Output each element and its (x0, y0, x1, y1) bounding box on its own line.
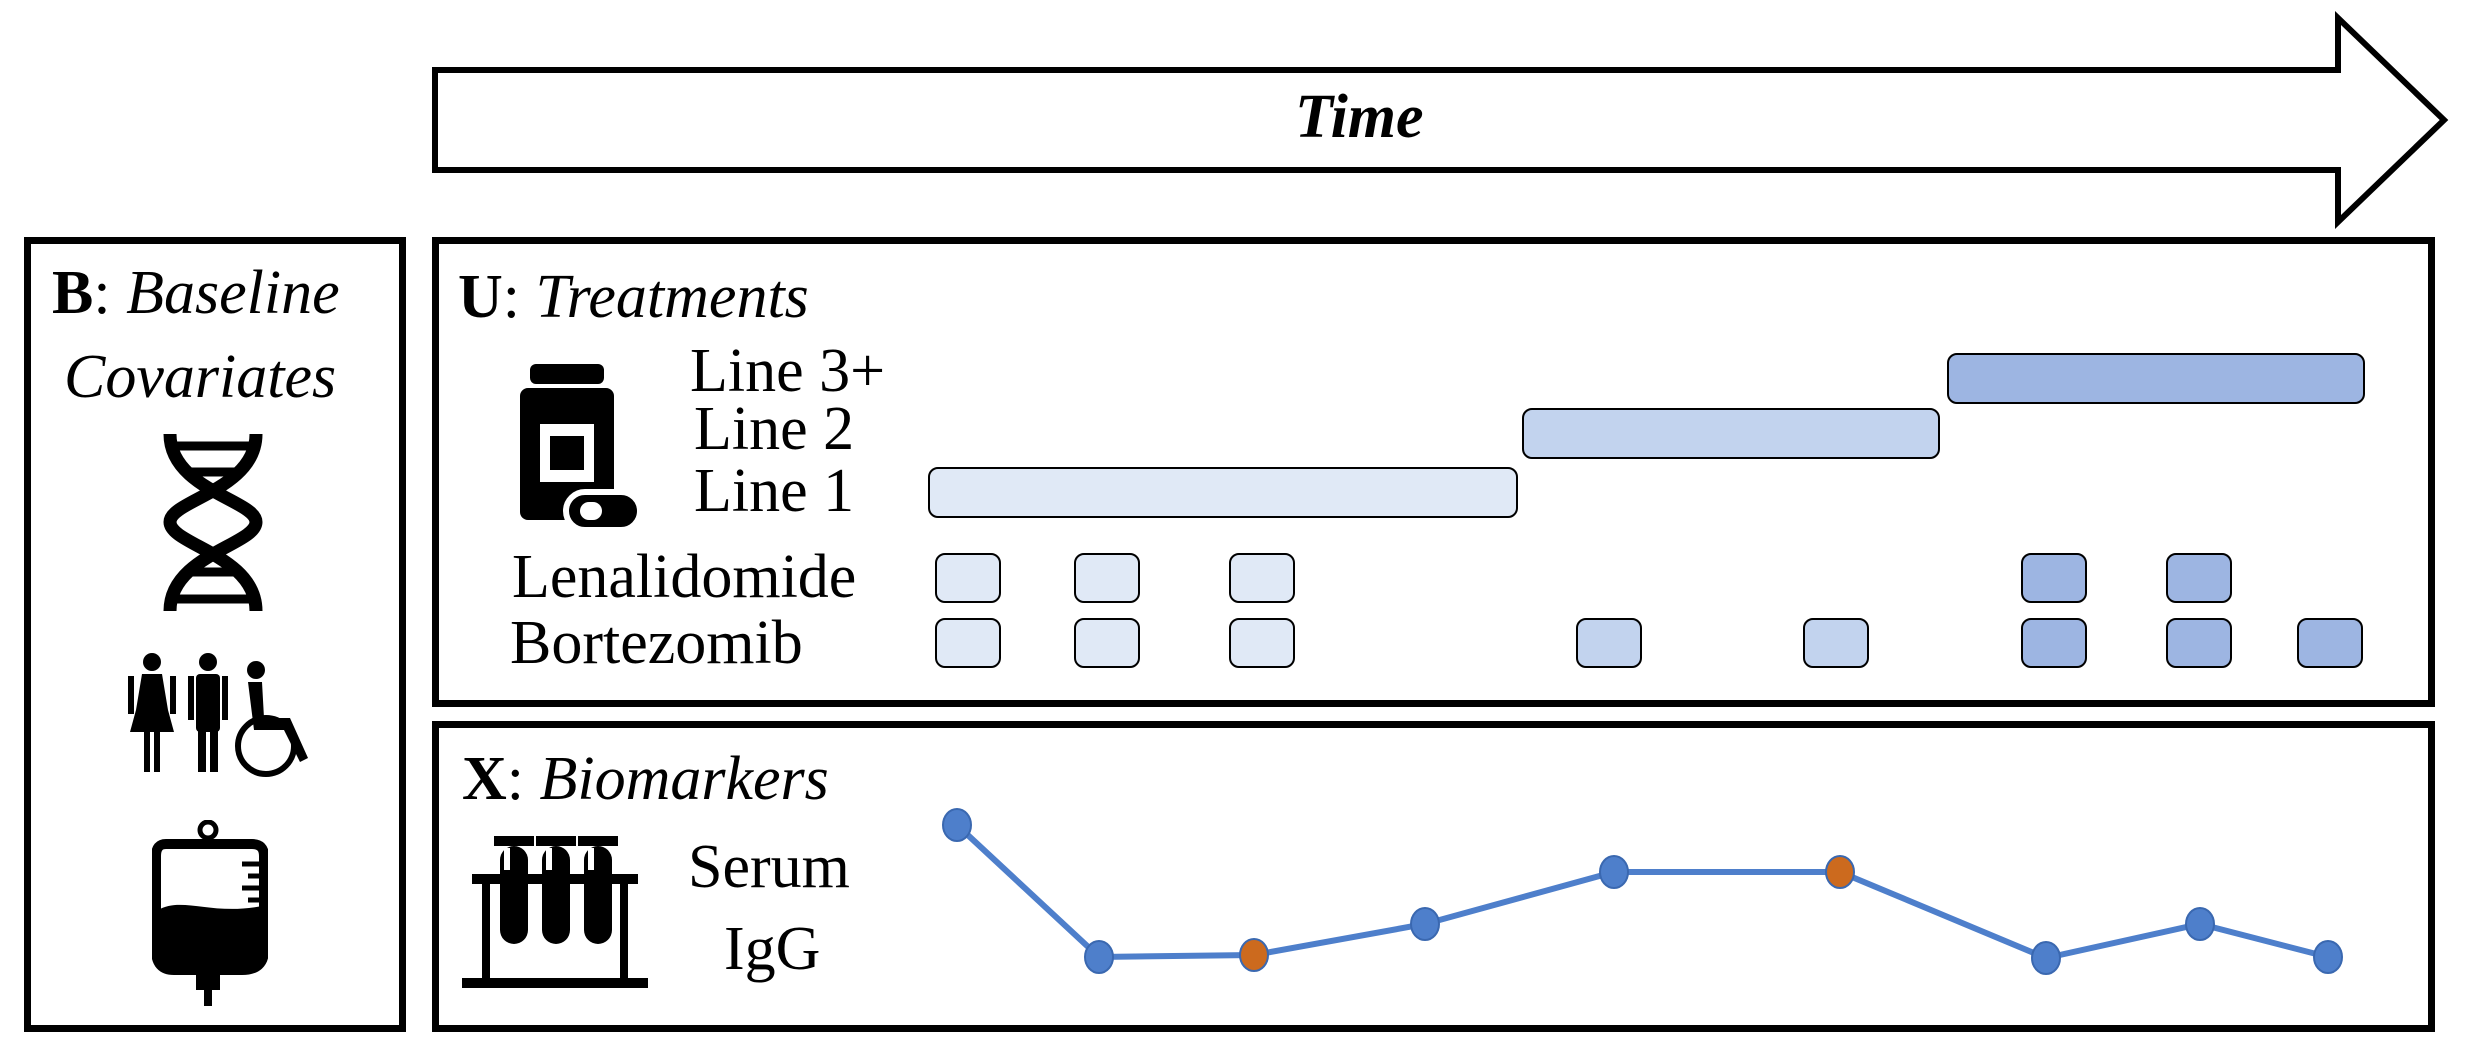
line-bar-2 (1522, 408, 1940, 459)
treatments-name: Treatments (535, 263, 809, 331)
drug-label-lenalidomide: Lenalidomide (512, 543, 857, 611)
lenalidomide-dose (935, 553, 1001, 603)
baseline-line1: Baseline (126, 259, 340, 327)
lenalidomide-dose (1229, 553, 1295, 603)
dna-icon (163, 433, 263, 612)
iv-bag-icon (152, 820, 268, 1006)
bortezomib-dose (2297, 618, 2363, 668)
bortezomib-dose (935, 618, 1001, 668)
igg-point (1084, 940, 1114, 974)
biomarker-label-igg: IgG (724, 915, 821, 983)
bortezomib-dose (2021, 618, 2087, 668)
lenalidomide-dose (2166, 553, 2232, 603)
bortezomib-dose (2166, 618, 2232, 668)
wheelchair-icon (235, 661, 308, 777)
igg-point (1410, 907, 1440, 941)
igg-point (1599, 855, 1629, 889)
igg-point-highlighted (1825, 855, 1855, 889)
baseline-title: B: Baseline (52, 259, 340, 327)
drug-label-bortezomib: Bortezomib (510, 609, 803, 677)
igg-point (2031, 941, 2061, 975)
igg-point-highlighted (1239, 938, 1269, 972)
igg-point (942, 808, 972, 842)
treatments-prefix: U (458, 263, 503, 331)
line-bar-3plus (1947, 353, 2365, 404)
test-tubes-icon (462, 836, 648, 988)
lenalidomide-dose (1074, 553, 1140, 603)
bortezomib-dose (1576, 618, 1642, 668)
time-label: Time (1295, 83, 1424, 151)
line-label-2: Line 2 (694, 395, 855, 463)
treatments-title: U: Treatments (458, 263, 809, 331)
lenalidomide-dose (2021, 553, 2087, 603)
pill-bottle-icon (520, 364, 642, 533)
igg-point (2313, 940, 2343, 974)
line-bar-1 (928, 467, 1518, 518)
bortezomib-dose (1803, 618, 1869, 668)
time-arrow (432, 10, 2449, 230)
line-label-1: Line 1 (694, 457, 855, 525)
biomarkers-title: X: Biomarkers (462, 745, 829, 813)
baseline-prefix: B (52, 259, 94, 327)
bortezomib-dose (1229, 618, 1295, 668)
biomarkers-name: Biomarkers (539, 745, 829, 813)
biomarkers-panel (432, 721, 2435, 1032)
baseline-title-line2: Covariates (64, 343, 337, 411)
biomarkers-prefix: X (462, 745, 507, 813)
igg-line (954, 822, 2329, 962)
igg-point (2185, 907, 2215, 941)
bortezomib-dose (1074, 618, 1140, 668)
line-label-3plus: Line 3+ (690, 337, 886, 405)
biomarker-label-serum: Serum (688, 833, 850, 901)
people-icon (128, 653, 228, 772)
